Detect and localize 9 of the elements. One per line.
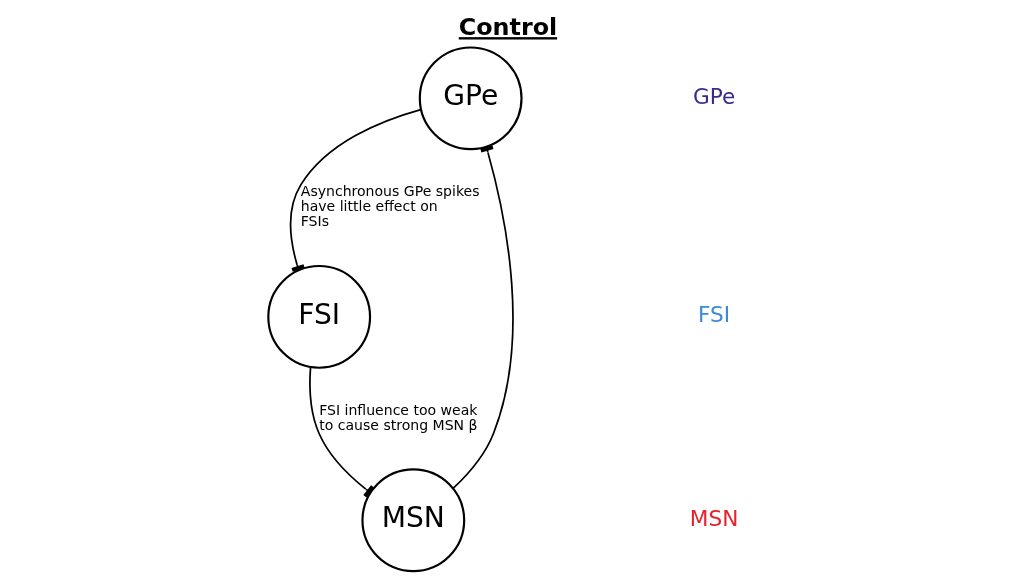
edge-label: FSI influence too weak to cause strong MSN β xyxy=(318,401,478,433)
connector xyxy=(451,145,514,490)
edge-label: Asynchronous GPe spikes have little effect on FSIs xyxy=(300,183,480,230)
connector xyxy=(289,108,422,272)
diagram-title: Control xyxy=(458,13,557,42)
label: FSI xyxy=(697,302,730,328)
label: MSN xyxy=(689,505,738,531)
connector xyxy=(308,366,374,498)
label: GPe xyxy=(692,83,735,109)
